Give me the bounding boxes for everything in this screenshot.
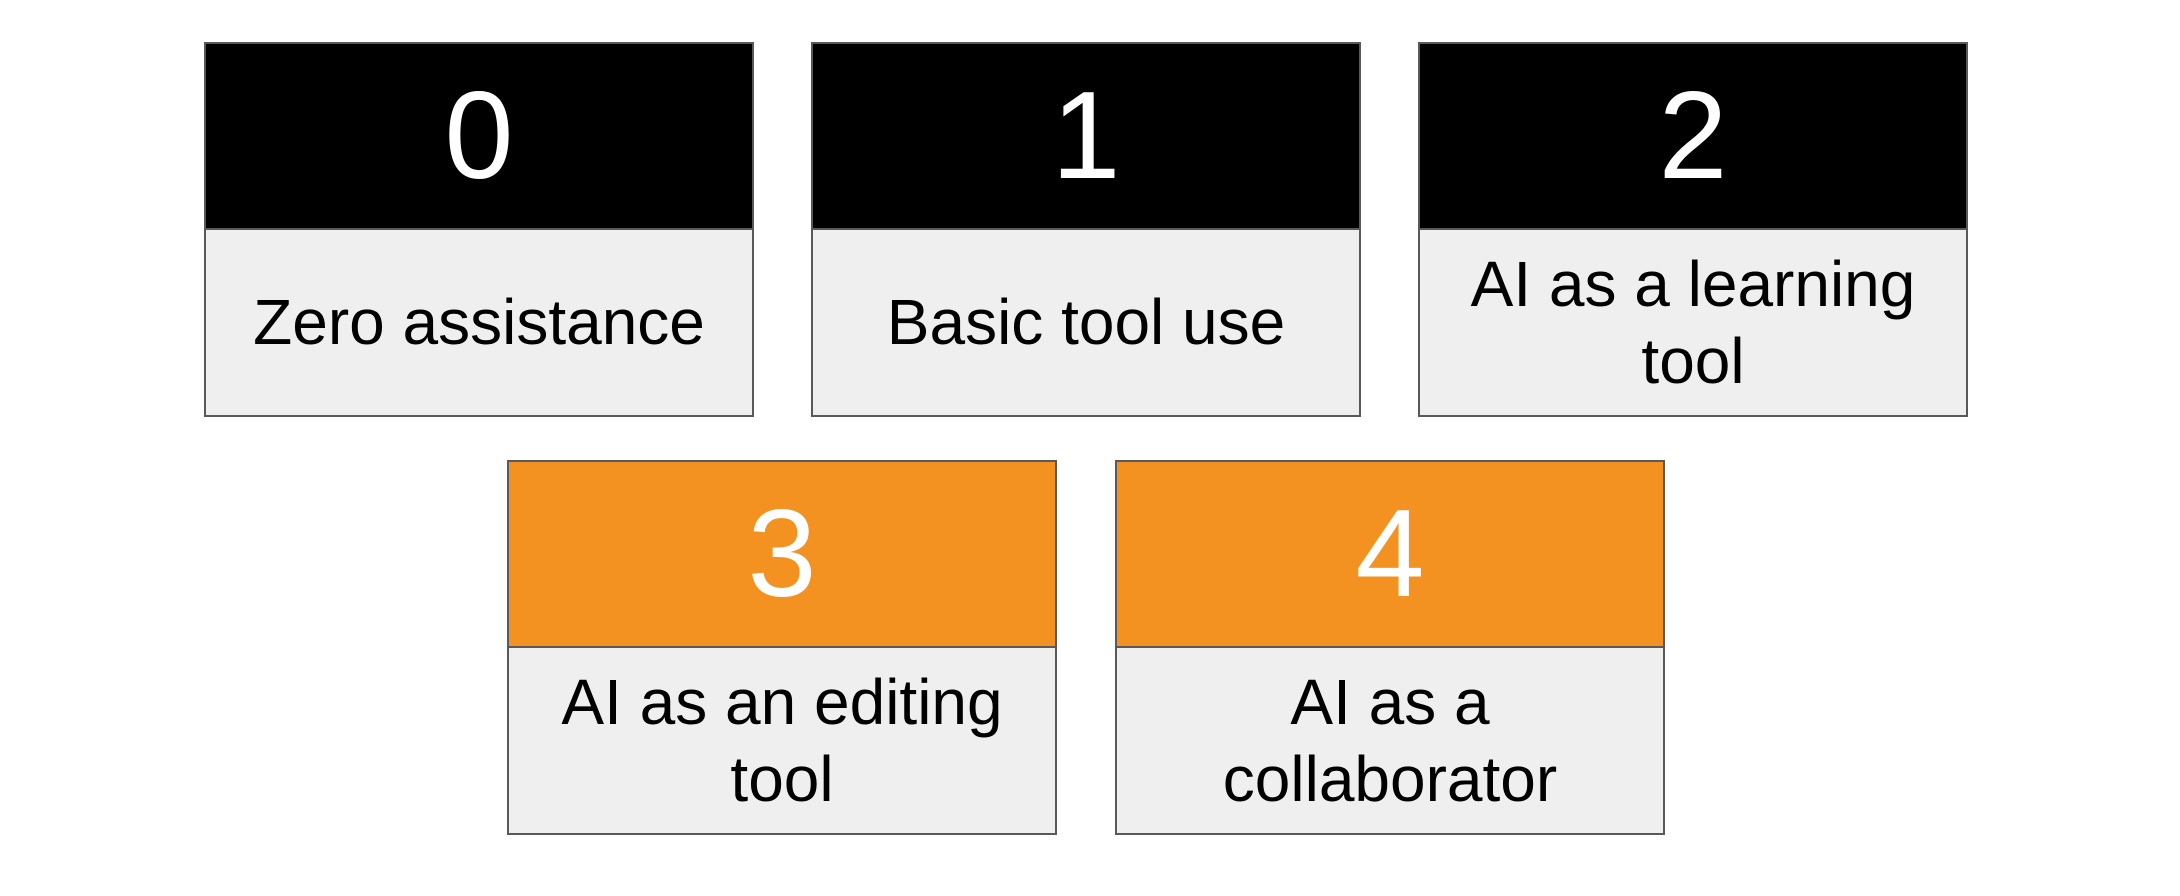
level-label-4: AI as a collaborator xyxy=(1117,648,1663,833)
level-number-0: 0 xyxy=(206,44,752,230)
level-number-3: 3 xyxy=(509,462,1055,648)
level-number-4: 4 xyxy=(1117,462,1663,648)
level-number-1: 1 xyxy=(813,44,1359,230)
level-label-0: Zero assistance xyxy=(206,230,752,415)
level-label-3: AI as an editing tool xyxy=(509,648,1055,833)
level-card-3: 3 AI as an editing tool xyxy=(507,460,1057,835)
level-number-2: 2 xyxy=(1420,44,1966,230)
level-card-4: 4 AI as a collaborator xyxy=(1115,460,1665,835)
level-card-1: 1 Basic tool use xyxy=(811,42,1361,417)
level-card-2: 2 AI as a learning tool xyxy=(1418,42,1968,417)
level-card-0: 0 Zero assistance xyxy=(204,42,754,417)
level-label-2: AI as a learning tool xyxy=(1420,230,1966,415)
level-label-1: Basic tool use xyxy=(813,230,1359,415)
